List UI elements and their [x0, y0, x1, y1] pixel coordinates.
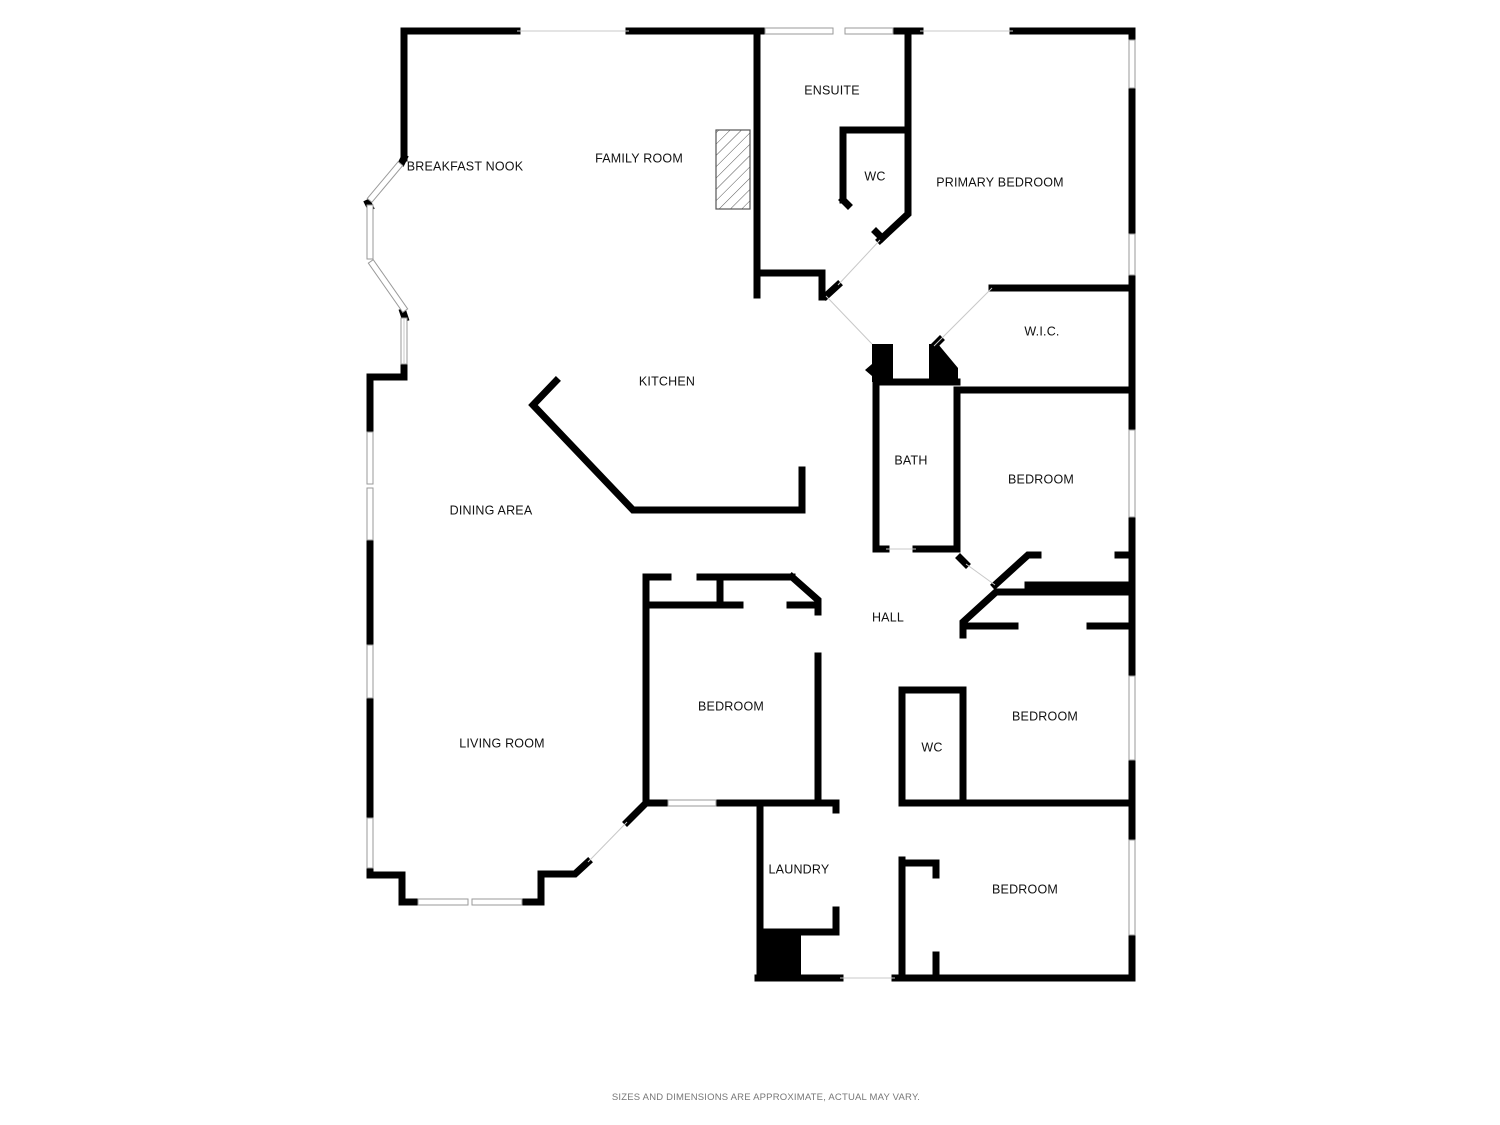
label-living-room: LIVING ROOM: [459, 736, 545, 750]
label-ensuite: ENSUITE: [804, 83, 860, 97]
label-bedroom-east-1: BEDROOM: [1008, 472, 1074, 486]
label-laundry: LAUNDRY: [769, 862, 830, 876]
label-kitchen: KITCHEN: [639, 374, 695, 388]
wall-block: [865, 344, 893, 382]
wall-block: [929, 344, 958, 384]
exterior-walls: [363, 27, 1136, 982]
label-dining-area: DINING AREA: [450, 503, 533, 517]
wall-block: [757, 932, 801, 980]
label-bedroom-east-2: BEDROOM: [1012, 709, 1078, 723]
label-wic: W.I.C.: [1024, 324, 1059, 338]
label-hall-wc: WC: [921, 740, 942, 754]
windows: [366, 27, 1136, 936]
label-primary-bedroom: PRIMARY BEDROOM: [936, 175, 1064, 189]
disclaimer-text: SIZES AND DIMENSIONS ARE APPROXIMATE, AC…: [612, 1092, 920, 1103]
label-hall: HALL: [872, 610, 904, 624]
label-family-room: FAMILY ROOM: [595, 151, 683, 165]
label-bedroom-center: BEDROOM: [698, 699, 764, 713]
interior-walls: [528, 27, 1136, 982]
label-ensuite-wc: WC: [864, 169, 885, 183]
label-bedroom-southeast: BEDROOM: [992, 882, 1058, 896]
door-openings: [403, 30, 1013, 979]
label-bath: BATH: [894, 453, 927, 467]
fireplace: [715, 129, 751, 210]
label-breakfast-nook: BREAKFAST NOOK: [407, 159, 524, 173]
